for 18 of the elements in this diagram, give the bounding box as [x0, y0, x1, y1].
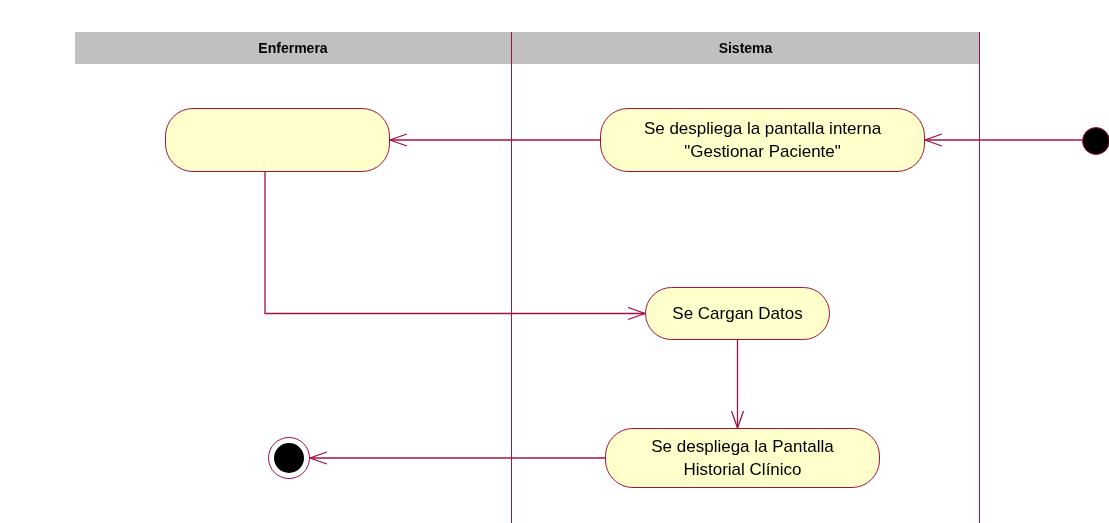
control-flow-arrow: [924, 133, 1083, 147]
activity-box: [600, 108, 925, 172]
swimlane-header: Enfermera: [258, 38, 328, 58]
swimlane-header: Sistema: [718, 38, 773, 58]
control-flow-arrow: [309, 451, 606, 465]
activity-box: [165, 108, 390, 172]
control-flow-arrow: [730, 339, 745, 429]
activity-label: Se Cargan Datos: [672, 303, 803, 325]
activity-label: Se despliega la Pantalla Historial Clínico: [650, 436, 835, 481]
control-flow-arrow: [264, 171, 646, 321]
activity-label: Se despliega la pantalla interna "Gestionar Paciente": [642, 118, 883, 163]
activity-box: [605, 428, 880, 488]
swimlane: [75, 32, 512, 523]
activity-box: [645, 287, 830, 340]
initial-node: [1082, 127, 1109, 155]
control-flow-arrow: [389, 133, 601, 147]
swimlane: [512, 32, 980, 523]
final-node: [268, 437, 310, 479]
